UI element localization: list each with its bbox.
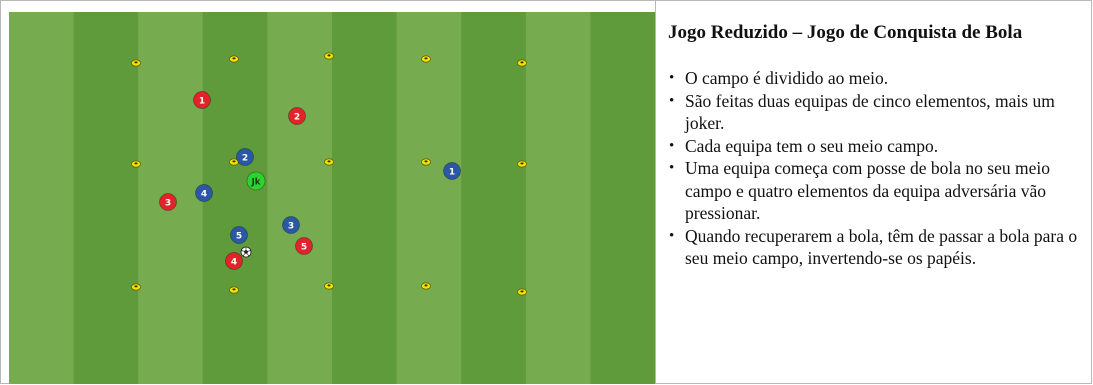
rule-item: Uma equipa começa com posse de bola no s… [668,157,1078,225]
panel-title: Jogo Reduzido – Jogo de Conquista de Bol… [668,22,1023,43]
grass-stripe [332,12,398,384]
blue-player-1-label: 1 [449,168,455,178]
cone-marker [517,288,527,296]
grass-stripe [590,12,655,384]
blue-player-4-label: 4 [201,190,207,200]
blue-player-2: 2 [236,148,254,166]
cone-marker [517,59,527,67]
blue-player-2-label: 2 [242,154,248,164]
red-player-2: 2 [288,107,306,125]
joker-label: Jk [251,178,261,188]
blue-player-5: 5 [230,226,248,244]
red-player-1-label: 1 [199,97,205,107]
red-player-2-label: 2 [294,113,300,123]
cone-markers [131,52,527,296]
cone-marker [229,286,239,294]
cone-marker [421,282,431,290]
grass-stripe [461,12,527,384]
cone-marker [229,55,239,63]
cone-marker [131,160,141,168]
soccer-pitch: 1 2 3 4 5 1 [9,12,655,384]
cone-marker [421,158,431,166]
cone-marker [324,158,334,166]
rule-item: Quando recuperarem a bola, têm de passar… [668,225,1078,270]
cone-marker [421,55,431,63]
red-player-3-label: 3 [165,199,171,209]
blue-player-1: 1 [443,162,461,180]
cone-marker [131,283,141,291]
cone-marker [131,59,141,67]
grass-stripe [9,12,75,384]
rule-item: São feitas duas equipas de cinco element… [668,90,1078,135]
red-player-1: 1 [193,91,211,109]
grass-stripe [267,12,333,384]
panel-divider [655,0,656,384]
joker-player: Jk [246,171,266,191]
red-player-3: 3 [159,193,177,211]
red-player-4: 4 [225,252,243,270]
rule-item: Cada equipa tem o seu meio campo. [668,135,1078,158]
cone-marker [517,160,527,168]
rules-list: O campo é dividido ao meio. São feitas d… [668,67,1078,270]
red-player-4-label: 4 [231,258,237,268]
grass-stripe [525,12,591,384]
grass-stripe [202,12,268,384]
red-player-5-label: 5 [301,243,307,253]
blue-player-3: 3 [282,216,300,234]
blue-player-4: 4 [195,184,213,202]
players: 1 2 3 4 5 1 [159,91,461,270]
grass-stripe [396,12,462,384]
grass-stripes [9,12,655,384]
cone-marker [324,52,334,60]
cone-marker [324,282,334,290]
red-player-5: 5 [295,237,313,255]
rule-item: O campo é dividido ao meio. [668,67,1078,90]
instructions-panel: Jogo Reduzido – Jogo de Conquista de Bol… [668,21,1078,270]
blue-player-5-label: 5 [236,232,242,242]
grass-stripe [73,12,139,384]
soccer-ball-icon [240,246,252,258]
blue-player-3-label: 3 [288,222,294,232]
